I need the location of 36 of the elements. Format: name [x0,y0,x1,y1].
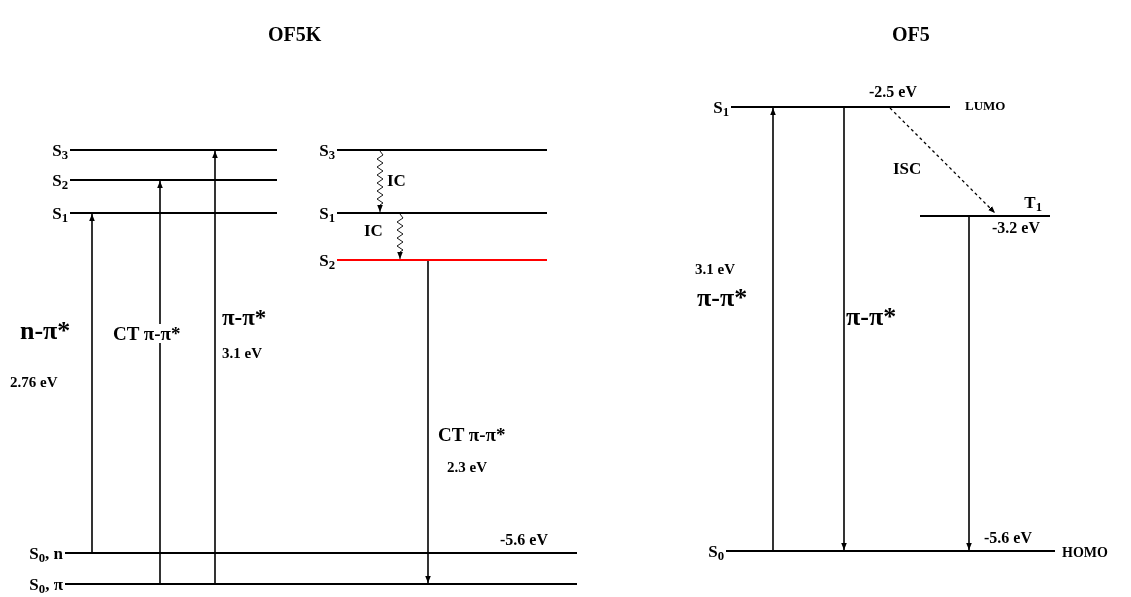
transition-label: CT π-π* [113,324,181,343]
arrow [89,213,95,553]
level-label: S$_{2}$ [319,251,335,269]
edge-label: ISC [893,160,922,177]
level-label: S$_{2}$ [52,171,68,189]
energy-value: LUMO [965,99,1006,112]
energy-value: -5.6 eV [500,532,548,548]
dashed-arrow [889,107,996,214]
level-label: S$_{1}$ [319,204,335,222]
energy-value: -5.6 eV [984,530,1032,546]
arrow [157,180,163,584]
arrow [841,107,847,551]
level-label: S$_{3}$ [52,141,68,159]
level-label: S$_{0}$ [708,542,724,560]
level-label: S$_{1}$ [52,204,68,222]
transition-label: 3.1 eV [695,262,735,277]
level-label: S$_{3}$ [319,141,335,159]
arrow [770,107,776,551]
transition-label: 2.76 eV [10,375,58,390]
transition-label: 2.3 eV [447,460,487,475]
transition-label: 3.1 eV [222,346,262,361]
level-label: S$_{0}$, n [29,544,63,562]
energy-value: -3.2 eV [992,220,1040,236]
edge-label: IC [364,222,383,239]
level-label: S$_{1}$ [713,98,729,116]
arrow [425,260,431,584]
energy-value: -2.5 eV [869,84,917,100]
level-label: T$_{1}$ [1024,194,1043,211]
level-label: S$_{0}$, π [29,575,63,593]
energy-value: HOMO [1062,546,1108,560]
diagram-heading: OF5 [892,24,930,44]
diagram-heading: OF5K [268,24,322,44]
arrow [966,216,972,551]
transition-label: CT π-π* [438,425,506,444]
edge-label: IC [387,172,406,189]
arrow [212,150,218,584]
